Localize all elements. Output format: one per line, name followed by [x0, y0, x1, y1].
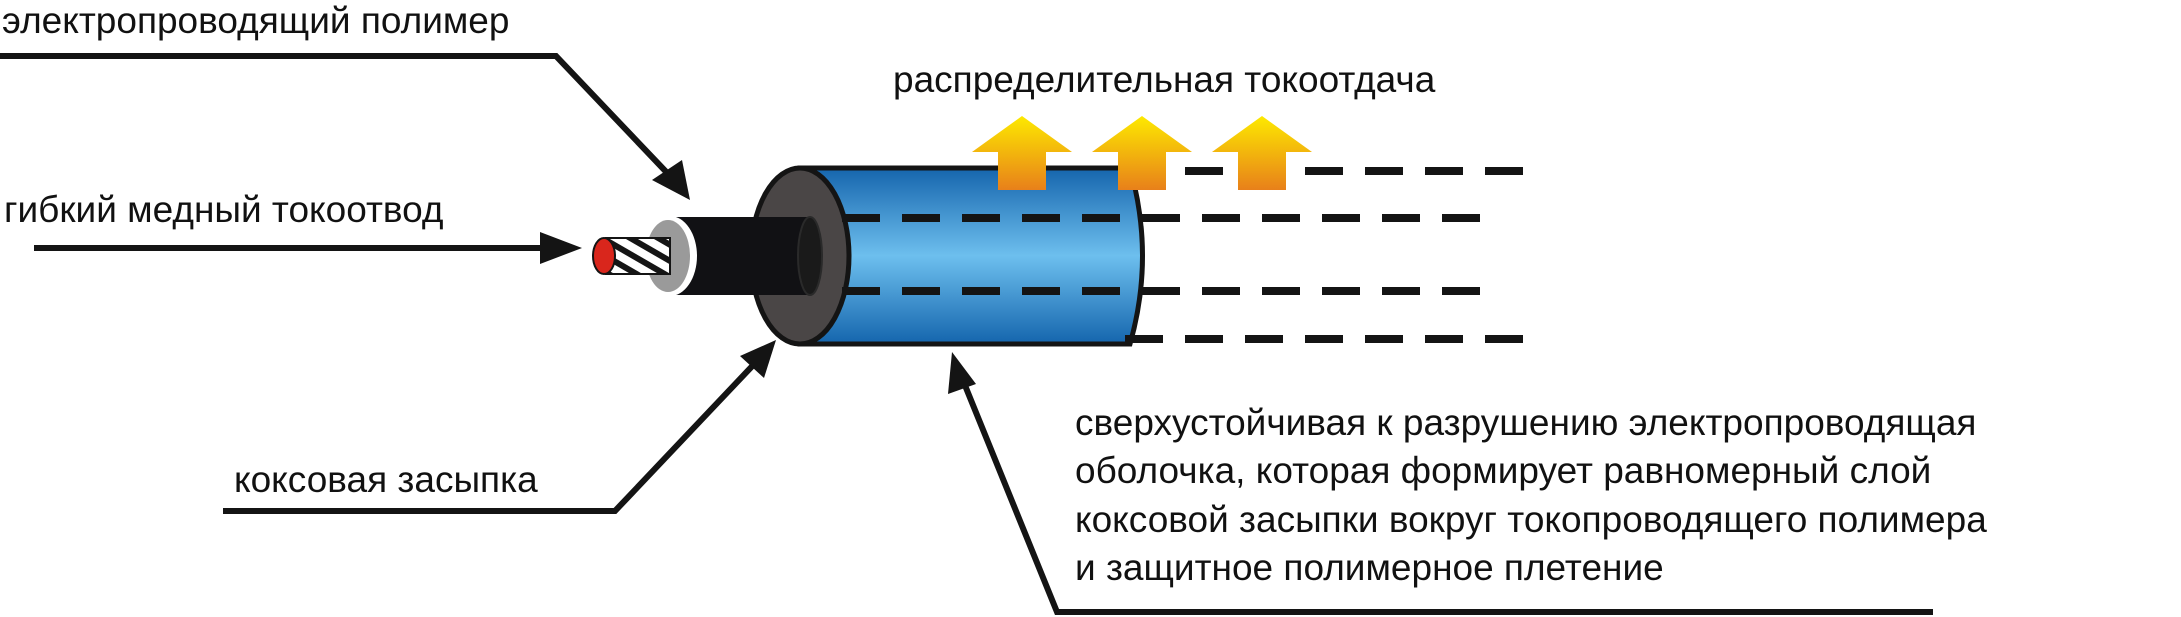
arrowhead-icon	[948, 352, 976, 394]
shell-description-line: оболочка, которая формирует равномерный …	[1075, 450, 1931, 491]
leader-shell	[948, 352, 1933, 615]
arrowhead-icon	[740, 340, 776, 378]
label-copper-lead: гибкий медный токоотвод	[4, 189, 444, 230]
label-coke-backfill: коксовая засыпка	[234, 459, 538, 500]
shell-description-line: сверхустойчивая к разрушению электропров…	[1075, 402, 1976, 443]
shell-description: сверхустойчивая к разрушению электропров…	[1075, 402, 1987, 588]
arrow-up-icon	[1212, 116, 1312, 190]
dashed-lines	[842, 167, 1540, 343]
arrow-up-icon	[1092, 116, 1192, 190]
shell-description-line: коксовой засыпки вокруг токопроводящего …	[1075, 499, 1987, 540]
leader-coke-backfill	[223, 340, 776, 514]
label-distributed-output: распределительная токоотдача	[893, 59, 1436, 100]
arrowhead-icon	[652, 160, 690, 200]
leader-copper-lead	[34, 232, 582, 264]
arrow-up-icon	[972, 116, 1072, 190]
arrowhead-icon	[540, 232, 582, 264]
cable-illustration	[592, 165, 1145, 347]
copper-strands	[605, 237, 671, 275]
output-arrows	[972, 116, 1312, 190]
shell-description-line: и защитное полимерное плетение	[1075, 547, 1664, 588]
leader-conductive-polymer	[0, 53, 690, 200]
label-conductive-polymer: электропроводящий полимер	[2, 0, 509, 41]
copper-core-end	[592, 237, 616, 275]
